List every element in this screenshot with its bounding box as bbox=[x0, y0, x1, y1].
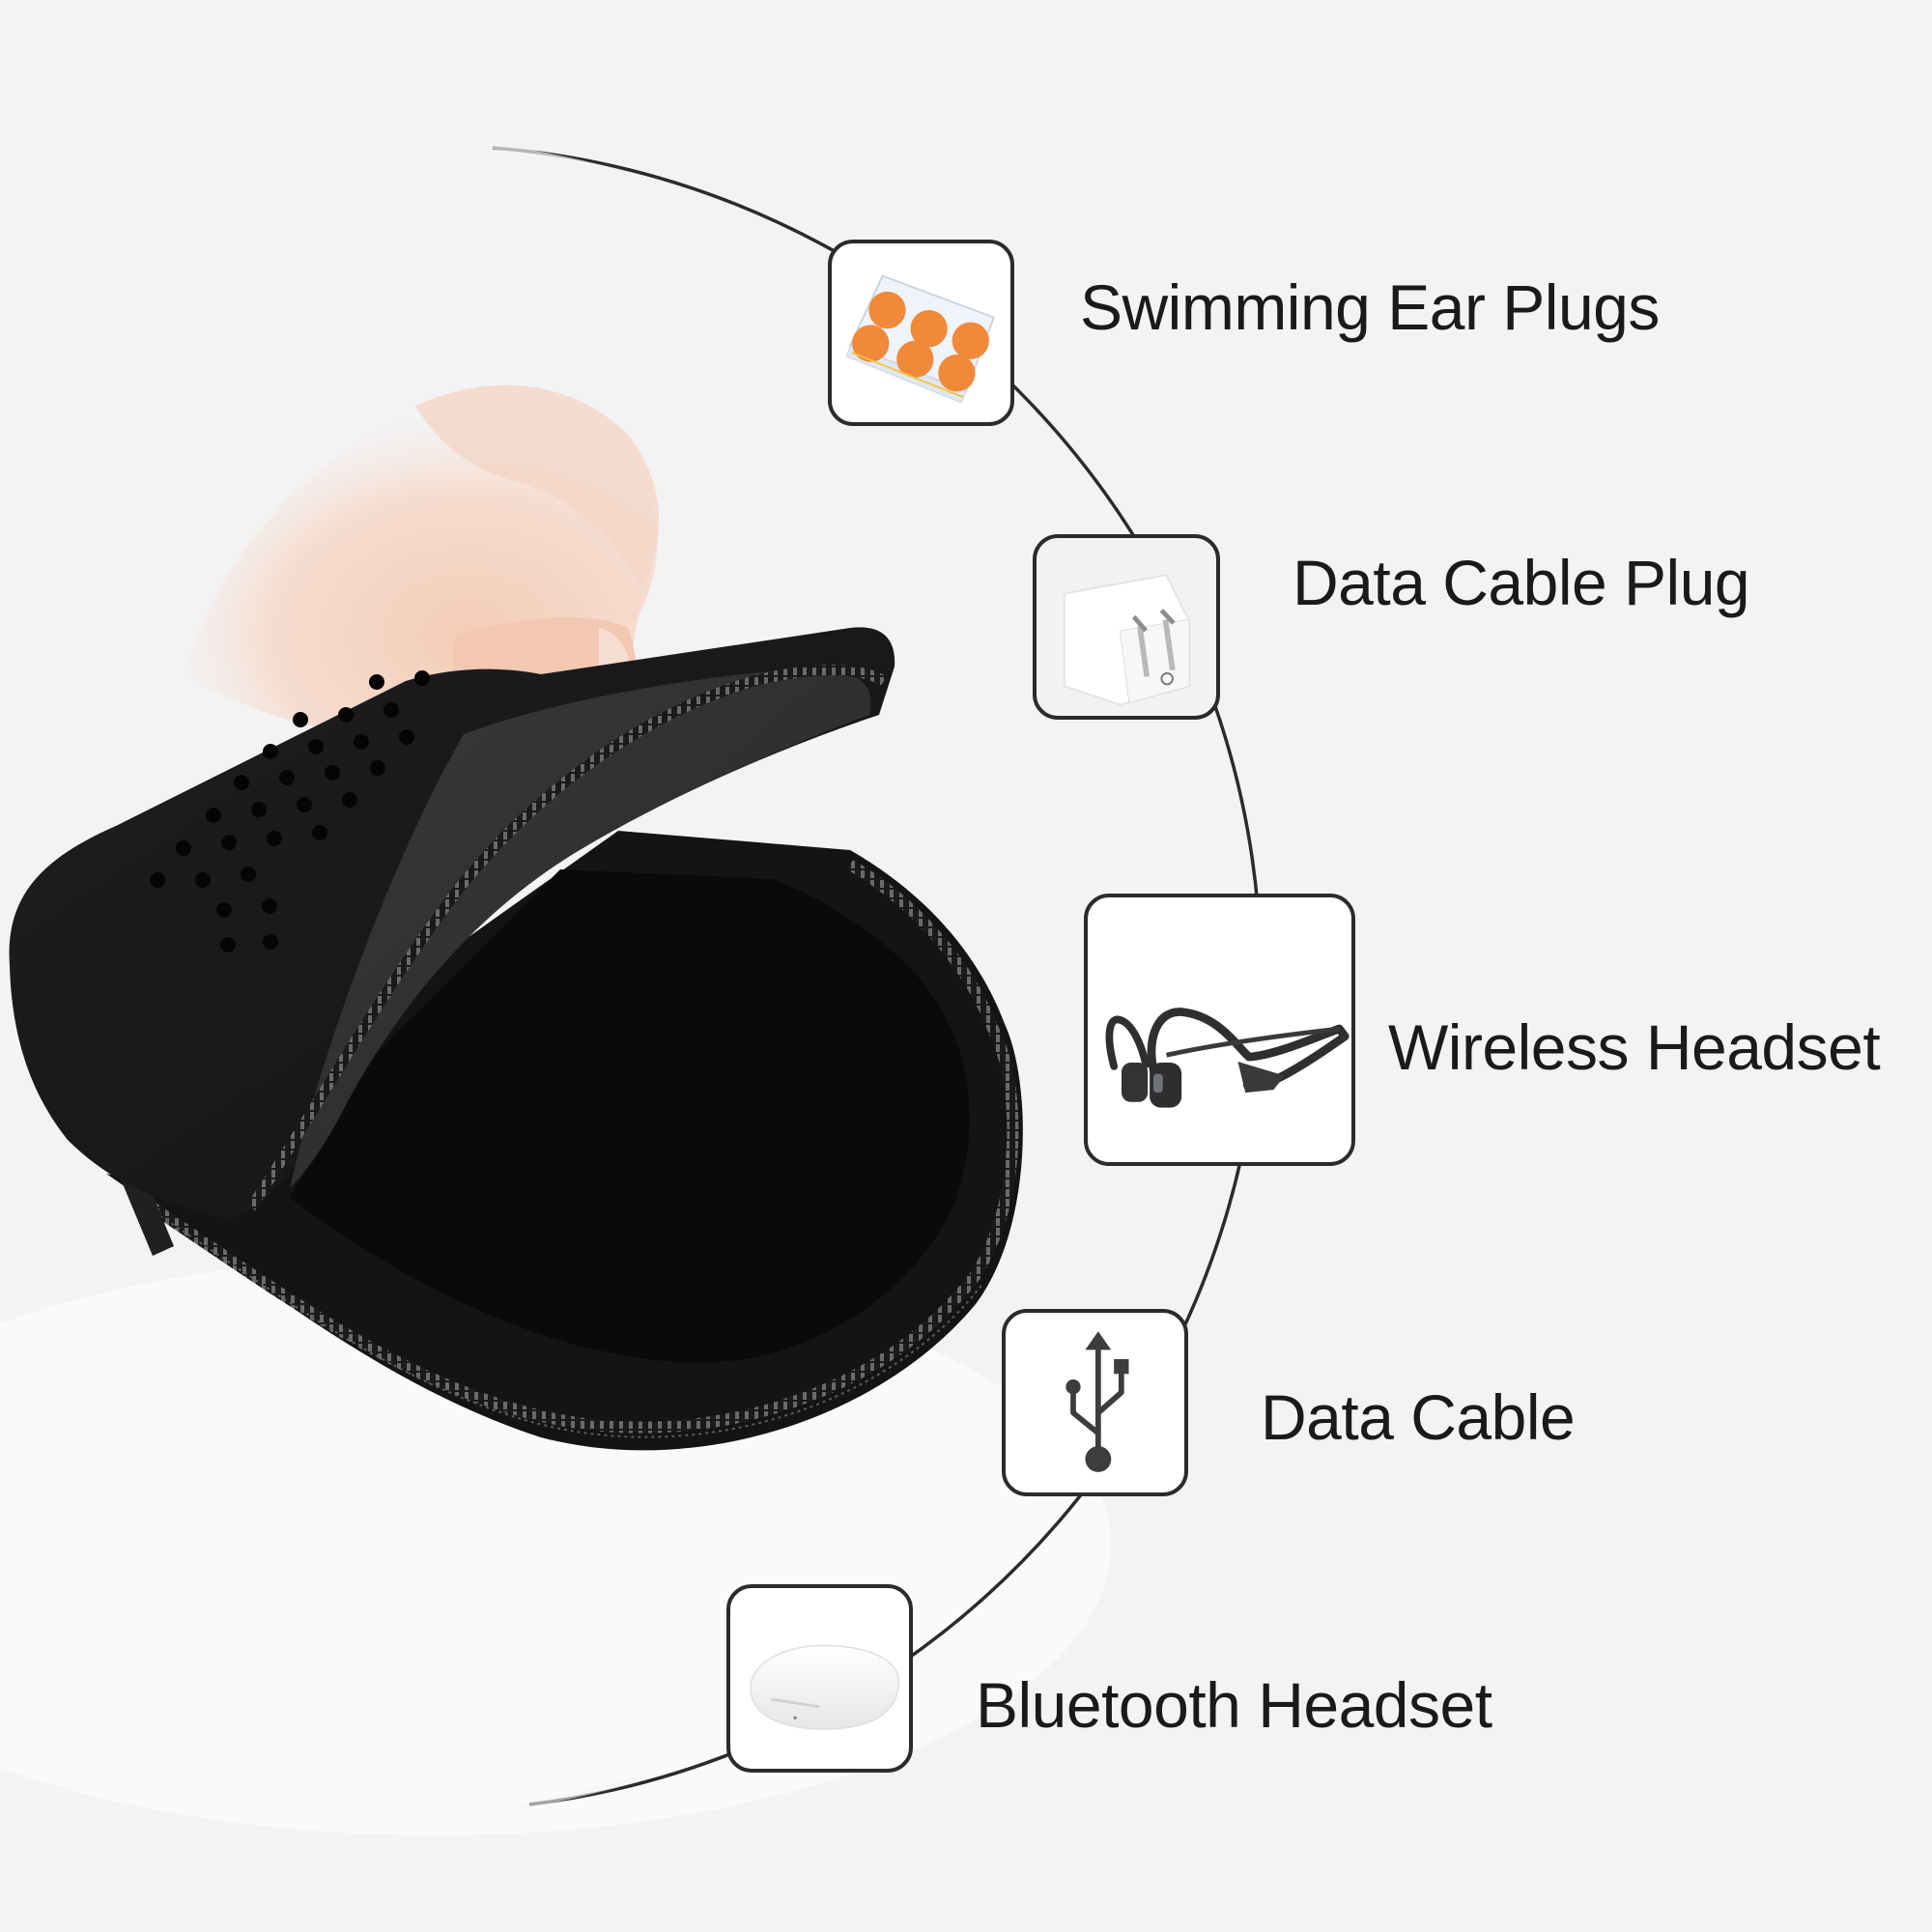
item-swimming-ear-plugs-box bbox=[828, 240, 1014, 426]
ear-plugs-box-icon bbox=[845, 274, 995, 404]
item-wireless-headset-box bbox=[1084, 894, 1355, 1166]
item-label-wireless-headset: Wireless Headset bbox=[1388, 1011, 1881, 1083]
item-label-data-cable: Data Cable bbox=[1261, 1381, 1576, 1453]
item-bluetooth-headset-box bbox=[726, 1584, 913, 1773]
item-data-cable-box bbox=[1002, 1309, 1188, 1496]
item-label-data-cable-plug: Data Cable Plug bbox=[1293, 547, 1750, 618]
pouch-body bbox=[101, 831, 1023, 1451]
charger-plug-icon bbox=[1063, 574, 1191, 706]
item-label-bluetooth-headset: Bluetooth Headset bbox=[976, 1669, 1492, 1741]
lid-vent-holes bbox=[150, 670, 430, 952]
usb-icon bbox=[1065, 1331, 1129, 1472]
item-data-cable-plug-box bbox=[1033, 534, 1220, 720]
earbuds-case-icon bbox=[750, 1644, 900, 1730]
pouch-lid bbox=[9, 627, 895, 1219]
bone-conduction-headset-icon bbox=[1105, 1008, 1350, 1108]
item-label-swimming-ear-plugs: Swimming Ear Plugs bbox=[1080, 271, 1660, 343]
